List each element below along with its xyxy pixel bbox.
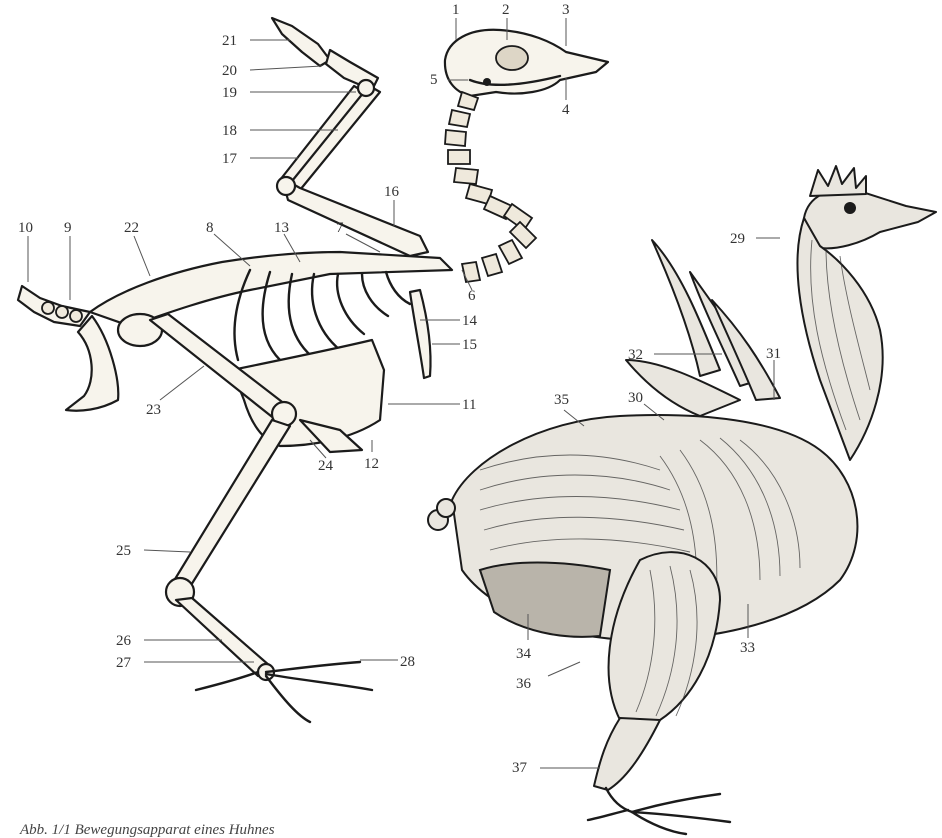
neck — [797, 218, 882, 460]
wing-skeleton — [272, 18, 428, 256]
label-20: 20 — [222, 63, 237, 79]
label-23: 23 — [146, 402, 161, 418]
label-22: 22 — [124, 220, 139, 236]
label-13: 13 — [274, 220, 289, 236]
musculature-drawing — [428, 166, 936, 834]
label-2: 2 — [502, 2, 510, 18]
label-33: 33 — [740, 640, 755, 656]
label-12: 12 — [364, 456, 379, 472]
label-26: 26 — [116, 633, 132, 649]
label-35: 35 — [554, 392, 569, 408]
label-37: 37 — [512, 760, 528, 776]
label-8: 8 — [206, 220, 214, 236]
skull — [445, 30, 608, 96]
head — [804, 166, 936, 248]
label-27: 27 — [116, 655, 132, 671]
label-6: 6 — [468, 288, 476, 304]
label-16: 16 — [384, 184, 400, 200]
label-36: 36 — [516, 676, 532, 692]
label-17: 17 — [222, 151, 238, 167]
label-19: 19 — [222, 85, 237, 101]
label-4: 4 — [562, 102, 570, 118]
label-28: 28 — [400, 654, 415, 670]
label-25: 25 — [116, 543, 131, 559]
label-32: 32 — [628, 347, 643, 363]
label-30: 30 — [628, 390, 643, 406]
neck-vertebrae — [445, 92, 536, 282]
shank — [594, 718, 660, 790]
label-34: 34 — [516, 646, 532, 662]
label-5: 5 — [430, 72, 438, 88]
tarsus — [606, 788, 632, 812]
label-3: 3 — [562, 2, 570, 18]
label-14: 14 — [462, 313, 478, 329]
wing-feathers — [626, 240, 780, 416]
label-31: 31 — [766, 346, 781, 362]
label-10: 10 — [18, 220, 33, 236]
label-15: 15 — [462, 337, 477, 353]
abdomen — [480, 563, 610, 637]
tail-stub — [428, 499, 455, 530]
label-29: 29 — [730, 231, 745, 247]
label-24: 24 — [318, 458, 334, 474]
label-21: 21 — [222, 33, 237, 49]
label-18: 18 — [222, 123, 237, 139]
label-1: 1 — [452, 2, 460, 18]
label-9: 9 — [64, 220, 72, 236]
label-7: 7 — [336, 220, 344, 236]
figure-caption: Abb. 1/1 Bewegungsapparat eines Huhnes — [19, 822, 275, 838]
label-11: 11 — [462, 397, 476, 413]
